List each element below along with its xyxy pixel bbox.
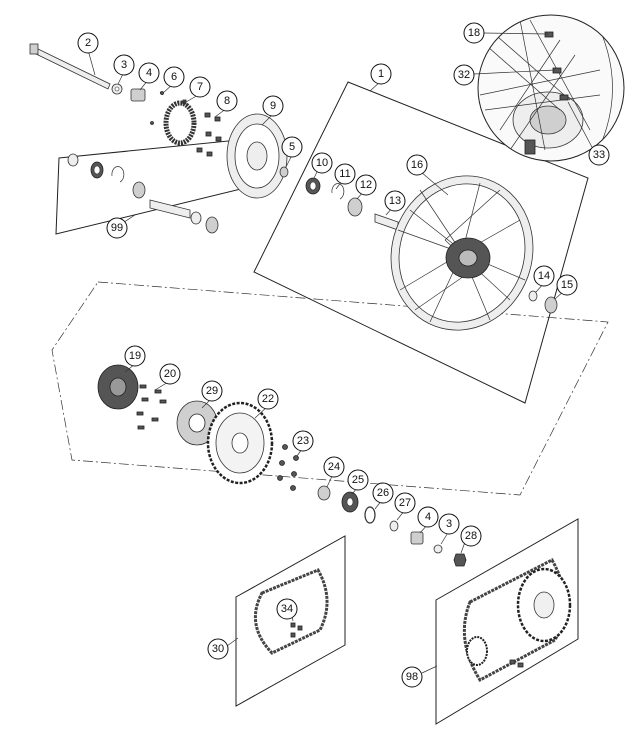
top-small-parts (111, 83, 289, 199)
chain-frame (235, 535, 346, 707)
label-part-33: 33 (588, 144, 610, 166)
svg-text:22: 22 (262, 393, 274, 405)
svg-text:5: 5 (289, 141, 295, 153)
svg-text:32: 32 (458, 69, 470, 81)
label-part-12: 12 (355, 174, 377, 196)
label-part-29: 29 (201, 380, 223, 402)
label-part-4-bottom: 4 (417, 506, 439, 528)
label-part-98: 98 (401, 666, 423, 688)
svg-text:9: 9 (270, 100, 276, 112)
label-part-99: 99 (106, 217, 128, 239)
label-part-28: 28 (460, 525, 482, 547)
svg-text:18: 18 (468, 27, 480, 39)
label-part-18: 18 (463, 22, 485, 44)
label-part-34: 34 (276, 598, 298, 620)
cush-drive-parts (97, 364, 467, 567)
svg-text:19: 19 (129, 350, 141, 362)
bearing-kit-parts (67, 153, 219, 234)
label-part-2: 2 (77, 32, 99, 54)
chain-kit (462, 558, 572, 682)
label-part-26: 26 (372, 482, 394, 504)
label-part-23: 23 (292, 430, 314, 452)
svg-text:14: 14 (538, 270, 550, 282)
svg-text:26: 26 (377, 487, 389, 499)
svg-text:11: 11 (339, 168, 350, 180)
svg-text:29: 29 (206, 385, 218, 397)
label-part-27: 27 (394, 492, 416, 514)
cush-drive-outline (51, 281, 609, 496)
svg-text:1: 1 (378, 68, 384, 80)
label-part-16: 16 (406, 154, 428, 176)
chain-kit-frame (435, 518, 579, 725)
label-part-20: 20 (159, 363, 181, 385)
chain-loop (254, 568, 329, 655)
svg-text:8: 8 (224, 95, 230, 107)
svg-text:2: 2 (85, 37, 91, 49)
label-part-7: 7 (189, 76, 211, 98)
label-part-32: 32 (453, 64, 475, 86)
label-part-25: 25 (347, 469, 369, 491)
label-part-10: 10 (311, 152, 333, 174)
label-part-3-top: 3 (113, 54, 135, 76)
svg-text:25: 25 (352, 474, 364, 486)
svg-text:3: 3 (446, 518, 452, 530)
svg-text:6: 6 (171, 71, 177, 83)
label-part-14: 14 (533, 265, 555, 287)
svg-text:7: 7 (197, 81, 203, 93)
label-part-8: 8 (216, 90, 238, 112)
svg-text:30: 30 (212, 643, 224, 655)
part-number-labels: 1 2 3 4 5 6 7 8 9 10 11 12 13 14 15 16 1… (77, 22, 610, 688)
label-part-5: 5 (281, 136, 303, 158)
svg-text:99: 99 (111, 222, 123, 234)
label-part-30: 30 (207, 638, 229, 660)
svg-text:3: 3 (121, 59, 127, 71)
axle (29, 43, 111, 90)
svg-text:4: 4 (425, 511, 431, 523)
svg-text:16: 16 (411, 159, 423, 171)
svg-text:23: 23 (297, 435, 309, 447)
svg-text:12: 12 (360, 179, 372, 191)
label-part-6: 6 (163, 66, 185, 88)
label-part-22: 22 (257, 388, 279, 410)
svg-text:13: 13 (389, 195, 401, 207)
label-part-24: 24 (323, 456, 345, 478)
label-part-13: 13 (384, 190, 406, 212)
spoked-wheel (390, 175, 534, 331)
svg-text:28: 28 (465, 530, 477, 542)
svg-text:4: 4 (146, 67, 152, 79)
bearing-kit-frame (55, 138, 250, 235)
label-part-3-bottom: 3 (438, 513, 460, 535)
svg-text:34: 34 (281, 603, 293, 615)
svg-text:98: 98 (406, 671, 418, 683)
label-part-15: 15 (556, 274, 578, 296)
svg-text:33: 33 (593, 149, 605, 161)
leader-lines (87, 49, 565, 674)
label-part-11: 11 (334, 163, 356, 185)
label-part-4-top: 4 (138, 62, 160, 84)
svg-text:10: 10 (316, 157, 328, 169)
svg-text:15: 15 (561, 279, 573, 291)
svg-text:27: 27 (399, 497, 411, 509)
label-part-9: 9 (262, 95, 284, 117)
spoke-detail-view (473, 14, 625, 162)
svg-text:24: 24 (328, 461, 340, 473)
svg-text:20: 20 (164, 368, 176, 380)
label-part-1: 1 (370, 63, 392, 85)
label-part-19: 19 (124, 345, 146, 367)
